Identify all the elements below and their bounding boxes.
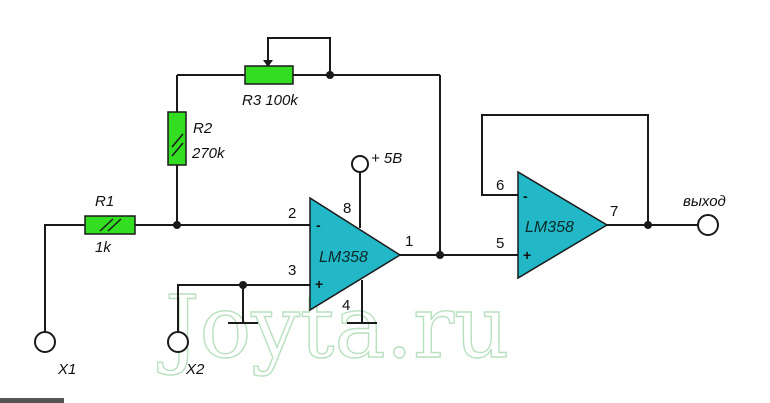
r1-value: 1k bbox=[95, 239, 112, 256]
r1-name: R1 bbox=[95, 193, 114, 210]
u1-minus-sign: - bbox=[316, 217, 321, 233]
junction-dot bbox=[644, 221, 652, 229]
output-terminal bbox=[697, 214, 719, 236]
resistor-r1 bbox=[84, 215, 136, 235]
supply-terminal bbox=[351, 155, 369, 173]
u1-pin-4: 4 bbox=[342, 297, 350, 314]
u1-chip-label: LM358 bbox=[319, 249, 368, 266]
r2-name: R2 bbox=[193, 120, 213, 137]
supply-label: + 5B bbox=[371, 150, 402, 167]
resistor-r2 bbox=[167, 111, 187, 166]
terminal-x2 bbox=[167, 331, 189, 353]
r2-value: 270k bbox=[191, 145, 226, 162]
op-amp-u2 bbox=[517, 170, 609, 280]
wires bbox=[44, 37, 700, 332]
junction-dot bbox=[239, 281, 247, 289]
junction-dot bbox=[436, 251, 444, 259]
u2-chip-label: LM358 bbox=[525, 219, 574, 236]
junction-dot bbox=[173, 221, 181, 229]
u2-minus-sign: - bbox=[523, 188, 528, 204]
u1-pin-2: 2 bbox=[288, 205, 296, 222]
u1-pin-3: 3 bbox=[288, 262, 296, 279]
terminal-x1-label: X1 bbox=[57, 361, 76, 378]
terminal-x2-label: X2 bbox=[185, 361, 205, 378]
u1-pin-1: 1 bbox=[405, 233, 413, 250]
r3-label: R3 100k bbox=[242, 92, 299, 109]
junction-dot bbox=[326, 71, 334, 79]
terminal-x1 bbox=[34, 331, 56, 353]
corner-tab bbox=[0, 398, 64, 403]
u1-pin-8: 8 bbox=[343, 200, 351, 217]
u2-pin-5: 5 bbox=[496, 235, 504, 252]
output-label: выход bbox=[683, 193, 726, 210]
u1-plus-sign: + bbox=[315, 276, 323, 292]
u2-plus-sign: + bbox=[523, 247, 531, 263]
u2-pin-6: 6 bbox=[496, 177, 504, 194]
u2-pin-7: 7 bbox=[610, 203, 618, 220]
wiper-arrow-icon bbox=[263, 60, 273, 67]
potentiometer-r3 bbox=[244, 60, 294, 85]
op-amp-u1 bbox=[309, 196, 402, 312]
